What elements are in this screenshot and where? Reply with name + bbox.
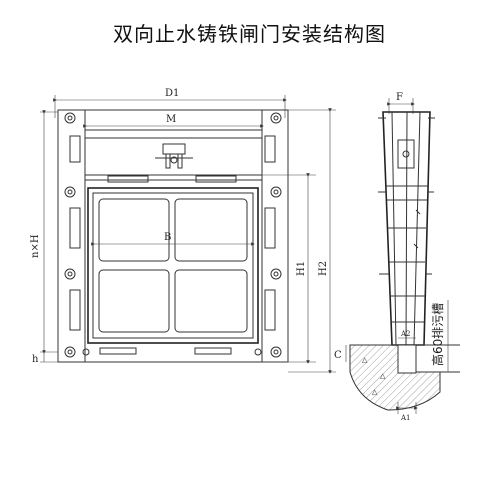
dimension-nxh: n×H <box>30 110 58 354</box>
svg-text:△: △ <box>380 372 386 380</box>
label-c: C <box>334 350 342 361</box>
lifting-lug <box>155 143 193 169</box>
dimension-h2: H2 <box>288 108 336 374</box>
dimension-d1: D1 <box>53 88 287 118</box>
front-view: D1 M <box>30 88 336 374</box>
label-a2: A2 <box>400 330 411 338</box>
wedge-blocks <box>69 135 276 331</box>
gate-frame <box>57 109 289 363</box>
label-drain-groove: 高60排污槽 <box>430 303 445 366</box>
side-view: F <box>334 92 460 422</box>
svg-text:△: △ <box>362 356 368 364</box>
dimension-m: M <box>83 114 264 128</box>
dimension-a2: A2 <box>398 330 416 339</box>
dimension-h: h <box>32 352 58 365</box>
concrete-foundation: △ △ △ <box>349 344 460 411</box>
dimension-f: F <box>387 92 415 114</box>
label-d1: D1 <box>165 88 179 99</box>
label-m: M <box>166 114 176 125</box>
seat-bars <box>99 175 237 355</box>
dimension-h1: H1 <box>262 173 316 364</box>
label-nxh: n×H <box>30 234 41 258</box>
label-b: B <box>164 232 171 243</box>
svg-text:△: △ <box>372 388 378 396</box>
page-title: 双向止水铸铁闸门安装结构图 <box>113 22 386 46</box>
label-h1: H1 <box>296 261 307 276</box>
drain-groove-note: 高60排污槽 <box>430 300 449 372</box>
label-h: h <box>32 354 39 365</box>
dimension-c: C <box>334 345 347 362</box>
dimension-a1: A1 <box>396 402 418 422</box>
label-f: F <box>396 92 403 103</box>
mounting-bolts <box>64 112 282 358</box>
dimension-b: B <box>91 232 255 246</box>
side-profile <box>378 111 435 346</box>
gate-leaf <box>87 187 259 344</box>
label-a1: A1 <box>400 414 411 422</box>
label-h2: H2 <box>318 261 329 276</box>
